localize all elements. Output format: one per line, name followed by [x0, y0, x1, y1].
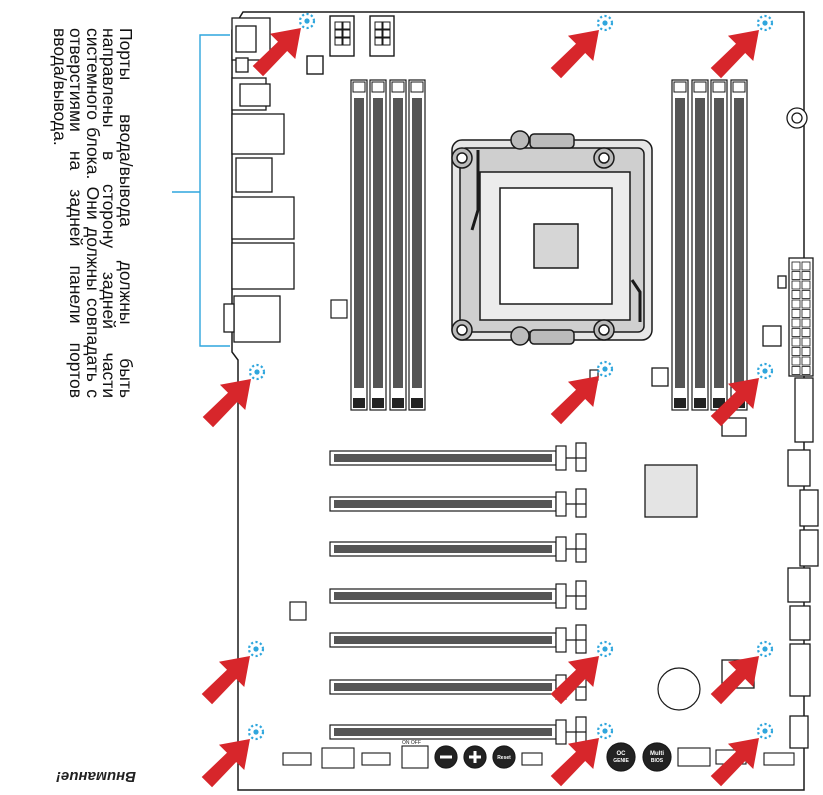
oc-genie-button-icon — [606, 742, 636, 772]
rear-io-ports — [223, 17, 295, 343]
multi-bios-button-icon — [642, 742, 672, 772]
oc-label: OC — [617, 751, 627, 757]
reset-button-icon — [492, 745, 516, 769]
pcie-slot — [329, 442, 587, 472]
io-orientation-caption: Порты ввода/вывода должны быть направлен… — [50, 28, 136, 398]
onboard-buttons — [434, 742, 672, 772]
plus-button-icon — [463, 745, 487, 769]
pcie-slot — [329, 533, 587, 563]
pcie-slots — [329, 442, 587, 746]
dip-switch-label: ON OFF — [402, 740, 421, 746]
pcie-slot — [329, 716, 587, 746]
dimm-slot — [671, 79, 689, 411]
dimm-slot — [350, 79, 368, 411]
pcie-slot — [329, 624, 587, 654]
minus-button-icon — [434, 745, 458, 769]
cpu-socket — [451, 130, 653, 346]
dimm-slot — [408, 79, 426, 411]
genie-label: GENIE — [613, 758, 629, 764]
bios-label: BIOS — [651, 758, 664, 764]
dimm-slot — [369, 79, 387, 411]
io-bracket — [172, 34, 230, 347]
reset-label: Reset — [497, 755, 511, 761]
dimm-slots — [350, 79, 748, 411]
dimm-slot — [710, 79, 728, 411]
pcie-slot — [329, 671, 587, 701]
pcie-slot — [329, 488, 587, 518]
dimm-slot — [691, 79, 709, 411]
warning-note-label: Внимание! — [55, 768, 136, 785]
dimm-slot — [730, 79, 748, 411]
dimm-slot — [389, 79, 407, 411]
multi-label: Multi — [650, 751, 664, 757]
cpu-power-connectors — [306, 15, 395, 75]
pcie-slot — [329, 580, 587, 610]
misc-headers — [289, 299, 701, 711]
